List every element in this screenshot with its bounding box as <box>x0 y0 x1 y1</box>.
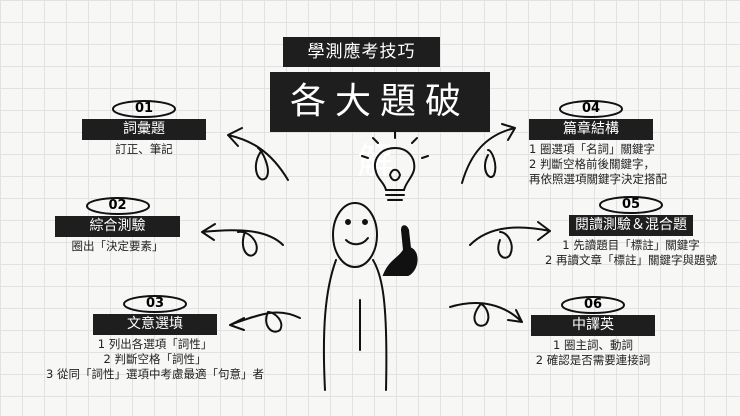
section-title: 中譯英 <box>531 315 655 336</box>
section-number: 01 <box>134 101 154 116</box>
section-03: 03 文意選填 1 列出各選項「詞性」 2 判斷空格「詞性」 3 從同「詞性」選… <box>46 292 264 382</box>
section-title: 綜合測驗 <box>55 216 180 237</box>
number-badge: 04 <box>559 100 623 118</box>
number-badge: 03 <box>123 295 187 313</box>
page-title: 各大題破解 <box>270 72 490 182</box>
arrow-icon <box>227 127 289 181</box>
section-02: 02 綜合測驗 圈出「決定要素」 <box>55 194 180 254</box>
number-badge: 06 <box>561 296 625 314</box>
arrow-icon <box>201 223 284 257</box>
section-line: 訂正、筆記 <box>115 142 173 156</box>
section-number: 03 <box>145 296 165 311</box>
section-title: 閱讀測驗＆混合題 <box>569 215 693 236</box>
section-line: 2 判斷空格「詞性」 <box>103 352 207 366</box>
section-line: 2 判斷空格前後關鍵字， <box>529 157 655 171</box>
subtitle-banner: 學測應考技巧 <box>283 37 440 67</box>
section-04: 04 篇章結構 1 圈選項「名詞」關鍵字 2 判斷空格前後關鍵字， 再依照選項關… <box>529 97 667 187</box>
section-title: 文意選填 <box>93 314 217 335</box>
arrow-icon <box>229 311 301 333</box>
section-05: 05 閱讀測驗＆混合題 1 先讀題目「標註」關鍵字 2 再讀文章「標註」關鍵字與… <box>545 193 717 268</box>
person-figure <box>322 202 418 391</box>
section-line: 1 圈主詞、動詞 <box>553 338 633 352</box>
number-badge: 02 <box>85 197 150 215</box>
section-line: 1 圈選項「名詞」關鍵字 <box>529 142 655 156</box>
section-number: 02 <box>108 198 127 213</box>
section-line: 圈出「決定要素」 <box>71 239 164 253</box>
lightbulb-icon <box>361 131 429 201</box>
arrow-icon <box>469 221 551 259</box>
number-badge: 05 <box>599 196 663 214</box>
section-line: 再依照選項關鍵字決定搭配 <box>529 172 667 186</box>
section-06: 06 中譯英 1 圈主詞、動詞 2 確認是否需要連接詞 <box>531 293 655 368</box>
section-line: 1 列出各選項「詞性」 <box>97 337 213 351</box>
section-title: 篇章結構 <box>529 119 653 140</box>
section-line: 2 再讀文章「標註」關鍵字與題號 <box>545 253 717 267</box>
section-number: 06 <box>583 297 603 312</box>
arrow-icon <box>461 123 516 184</box>
section-number: 04 <box>581 101 601 116</box>
number-badge: 01 <box>112 100 176 118</box>
section-line: 2 確認是否需要連接詞 <box>535 353 651 367</box>
section-title: 詞彙題 <box>82 119 206 140</box>
section-number: 05 <box>621 197 641 212</box>
section-01: 01 詞彙題 訂正、筆記 <box>82 97 206 157</box>
arrow-icon <box>449 302 523 327</box>
section-line: 1 先讀題目「標註」關鍵字 <box>562 238 700 252</box>
section-line: 3 從同「詞性」選項中考慮最適「句意」者 <box>46 367 264 381</box>
